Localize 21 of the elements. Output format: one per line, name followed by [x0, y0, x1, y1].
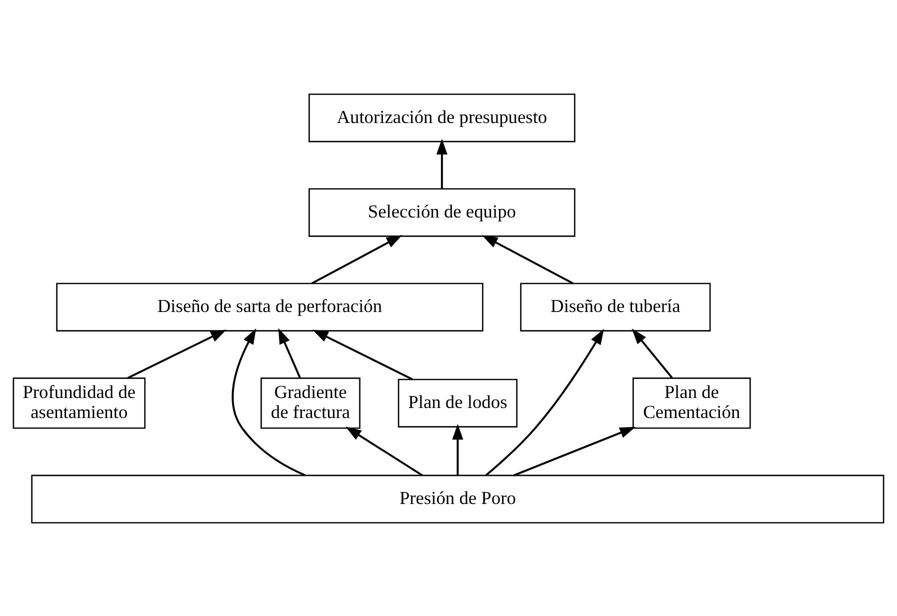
node-box: Autorización de presupuesto: [308, 93, 576, 142]
node-box: Diseño de tubería: [520, 282, 711, 331]
arrow: [278, 328, 301, 378]
arrow: [452, 423, 464, 475]
node-box: Plan de lodos: [398, 378, 518, 427]
node-box: Profundidad de asentamiento: [12, 377, 146, 428]
node-box: Gradiente de fractura: [260, 377, 360, 428]
arrow: [127, 329, 227, 378]
arrow: [486, 328, 604, 476]
arrow: [311, 234, 402, 284]
arrow: [312, 329, 414, 380]
arrow: [436, 138, 448, 188]
arrow: [482, 234, 574, 284]
arrow: [632, 328, 673, 378]
arrow: [346, 426, 423, 476]
node-box: Plan de Cementación: [632, 377, 751, 428]
arrow: [232, 328, 306, 476]
node-box: Selección de equipo: [308, 188, 576, 236]
arrow: [513, 426, 636, 476]
node-box: Presión de Poro: [31, 474, 884, 523]
node-box: Diseño de sarta de perforación: [56, 282, 484, 331]
